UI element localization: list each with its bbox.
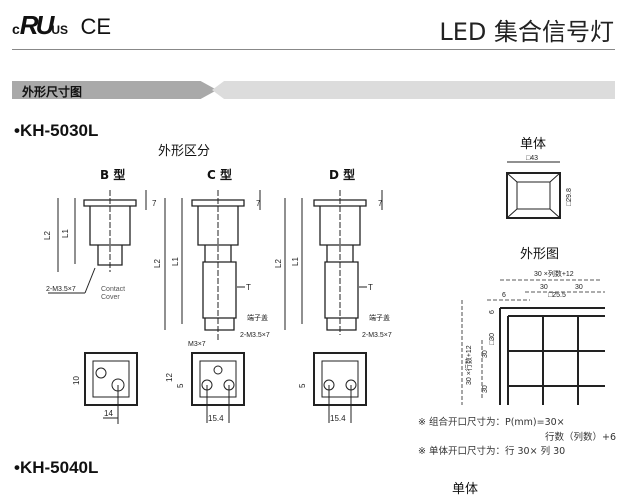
note-3: ※ 单体开口尺寸为：行 30× 列 30 (418, 446, 566, 457)
svg-text:L1: L1 (291, 257, 300, 266)
svg-text:端子盖: 端子盖 (247, 313, 268, 322)
svg-text:Cover: Cover (101, 294, 120, 301)
svg-text:30: 30 (575, 284, 583, 291)
outline-heading: 外形区分 (158, 144, 211, 159)
type-d-label: D 型 (329, 168, 356, 182)
svg-text:L1: L1 (171, 257, 180, 266)
svg-text:7: 7 (256, 199, 261, 208)
svg-text:L2: L2 (274, 259, 283, 268)
svg-text:L2: L2 (43, 231, 52, 240)
svg-text:M3×7: M3×7 (188, 341, 206, 348)
svg-text:□43: □43 (526, 155, 538, 162)
svg-text:Contact: Contact (101, 286, 125, 293)
model-kh5030l: •KH-5030L (14, 121, 99, 140)
svg-text:30 ×列数+12: 30 ×列数+12 (534, 269, 574, 278)
svg-text:L1: L1 (61, 229, 70, 238)
svg-text:2-M3.5×7: 2-M3.5×7 (240, 332, 270, 339)
side-view-c: L2 L1 7 T 端子盖 2-M3.5×7 M3×7 (153, 190, 270, 348)
bottom-view-b: 10 14 (72, 352, 138, 424)
svg-text:5: 5 (176, 383, 185, 388)
svg-text:6: 6 (489, 310, 496, 314)
side-view-b: L2 L1 7 2-M3.5×7 Contact Cover (43, 190, 157, 301)
bottom-view-c: 12 5 15.4 (165, 352, 245, 423)
svg-text:T: T (368, 283, 373, 292)
ul-mark: RU (19, 10, 55, 40)
svg-text:15.4: 15.4 (330, 414, 346, 423)
note-1: ※ 组合开口尺寸为：P(mm)=30× (418, 417, 565, 428)
section-band-light (212, 81, 615, 99)
svg-text:15.4: 15.4 (208, 414, 224, 423)
svg-text:30: 30 (482, 350, 489, 358)
side-view-d: L2 L1 7 T 端子盖 2-M3.5×7 (274, 190, 392, 339)
svg-text:T: T (246, 283, 251, 292)
svg-text:2-M3.5×7: 2-M3.5×7 (46, 286, 76, 293)
svg-text:7: 7 (152, 199, 157, 208)
panel-cutout-view: 30 ×列数+12 30 30 □25.5 6 6 30 ×行数+12 30 3… (461, 269, 605, 405)
svg-text:□29.8: □29.8 (566, 188, 573, 206)
svg-text:□25.5: □25.5 (548, 292, 566, 299)
type-b-label: B 型 (100, 168, 126, 182)
svg-text:10: 10 (72, 376, 81, 385)
svg-text:5: 5 (298, 383, 307, 388)
section-title: 外形尺寸图 (22, 85, 83, 99)
svg-text:L2: L2 (153, 259, 162, 268)
header-divider (12, 49, 615, 50)
svg-text:30: 30 (482, 385, 489, 393)
technical-drawings: L2 L1 7 2-M3.5×7 Contact Cover L2 L1 7 T… (43, 155, 605, 424)
svg-text:2-M3.5×7: 2-M3.5×7 (362, 332, 392, 339)
svg-text:12: 12 (165, 373, 174, 382)
svg-text:□30: □30 (489, 333, 496, 345)
panel-title: 外形图 (520, 247, 560, 262)
model-kh5040l: •KH-5040L (14, 458, 99, 477)
single-title: 单体 (520, 137, 547, 152)
svg-text:7: 7 (378, 199, 383, 208)
section-band-dark (12, 81, 217, 99)
type-c-label: C 型 (207, 168, 232, 182)
note-2: 行数（列数）+6 (545, 432, 617, 443)
svg-text:6: 6 (502, 292, 506, 299)
page-title: LED 集合信号灯 (439, 18, 614, 46)
bottom-view-d: 5 15.4 (298, 352, 367, 423)
single-unit-view: □43 □29.8 (506, 155, 573, 219)
certification-logo: cRUUS CE (12, 10, 112, 40)
svg-text:14: 14 (104, 409, 113, 418)
svg-text:30 ×行数+12: 30 ×行数+12 (464, 345, 473, 385)
svg-text:端子盖: 端子盖 (369, 313, 390, 322)
svg-text:30: 30 (540, 284, 548, 291)
ce-mark: CE (80, 14, 112, 39)
